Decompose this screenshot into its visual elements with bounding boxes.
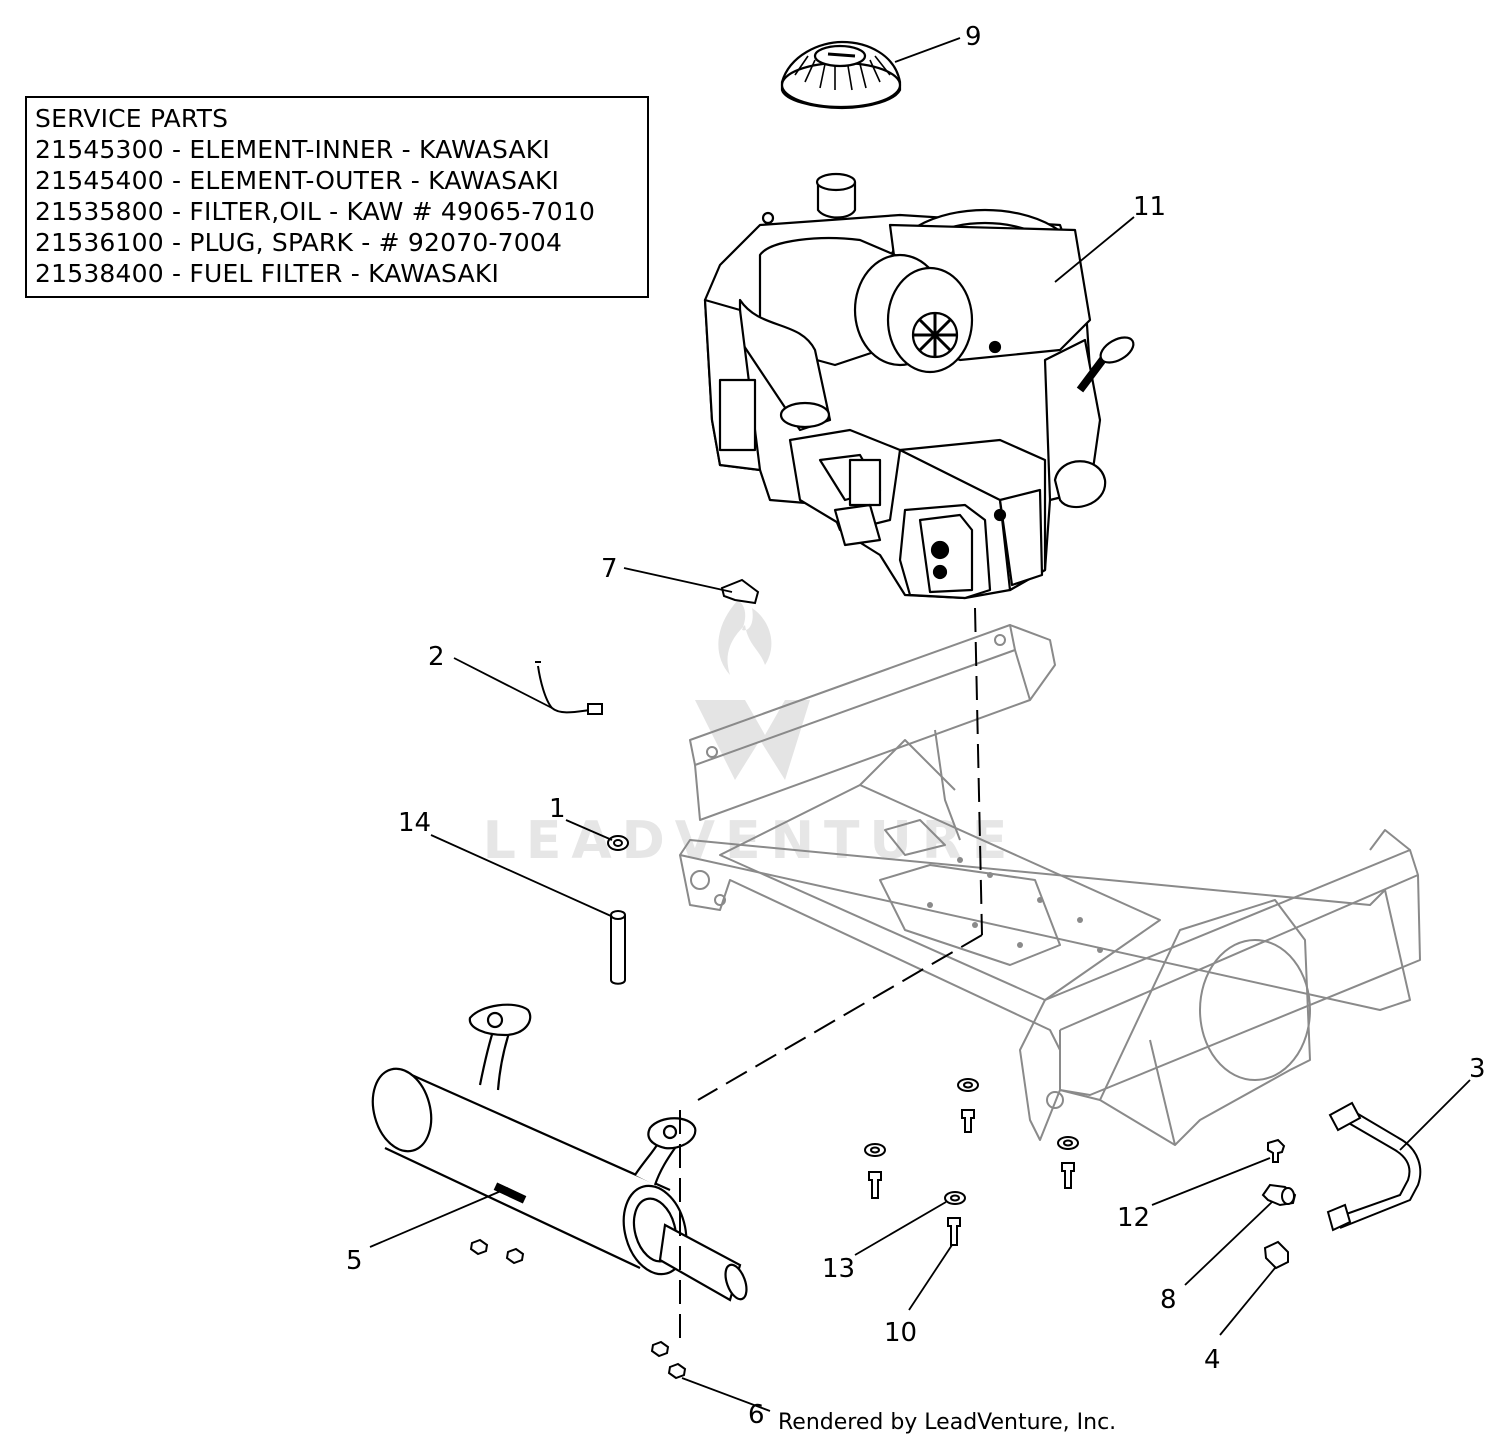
engine-assembly — [703, 172, 1135, 600]
service-parts-heading: SERVICE PARTS — [35, 104, 229, 133]
callout-8[interactable]: 8 — [1160, 1285, 1177, 1315]
service-part-line: 21545300 - ELEMENT-INNER - KAWASAKI — [35, 135, 550, 164]
callout-12[interactable]: 12 — [1117, 1203, 1151, 1233]
nut-part-1 — [607, 835, 629, 851]
ground-wire — [535, 661, 603, 715]
spacer-tube — [610, 910, 626, 985]
leader-lines — [369, 37, 1471, 1412]
alignment-lines — [679, 607, 983, 1345]
callout-5[interactable]: 5 — [346, 1246, 363, 1276]
muffler — [371, 1003, 748, 1302]
hex-nuts — [469, 1238, 687, 1380]
callout-4[interactable]: 4 — [1204, 1345, 1221, 1375]
service-part-line: 21545400 - ELEMENT-OUTER - KAWASAKI — [35, 166, 560, 195]
air-cleaner-cover — [780, 40, 902, 110]
callout-1[interactable]: 1 — [549, 794, 566, 824]
callout-14[interactable]: 14 — [398, 808, 432, 838]
clip-part — [720, 578, 760, 605]
callout-9[interactable]: 9 — [965, 22, 982, 52]
callout-3[interactable]: 3 — [1469, 1054, 1486, 1084]
bolts-and-washers — [864, 1078, 1297, 1270]
callout-13[interactable]: 13 — [822, 1254, 856, 1284]
callout-7[interactable]: 7 — [601, 554, 618, 584]
callout-10[interactable]: 10 — [884, 1318, 918, 1348]
callout-6[interactable]: 6 — [748, 1400, 765, 1430]
leadventure-watermark: LEADVENTURE — [483, 600, 1007, 871]
fuel-line — [1326, 1101, 1422, 1232]
callout-2[interactable]: 2 — [428, 642, 445, 672]
footer-credit: Rendered by LeadVenture, Inc. — [778, 1410, 1117, 1435]
mower-frame — [679, 624, 1421, 1146]
service-parts-box: SERVICE PARTS 21545300 - ELEMENT-INNER -… — [25, 96, 649, 298]
callout-11[interactable]: 11 — [1133, 192, 1167, 222]
service-part-line: 21536100 - PLUG, SPARK - # 92070-7004 — [35, 228, 563, 257]
service-part-line: 21535800 - FILTER,OIL - KAW # 49065-7010 — [35, 197, 596, 226]
service-part-line: 21538400 - FUEL FILTER - KAWASAKI — [35, 259, 500, 288]
